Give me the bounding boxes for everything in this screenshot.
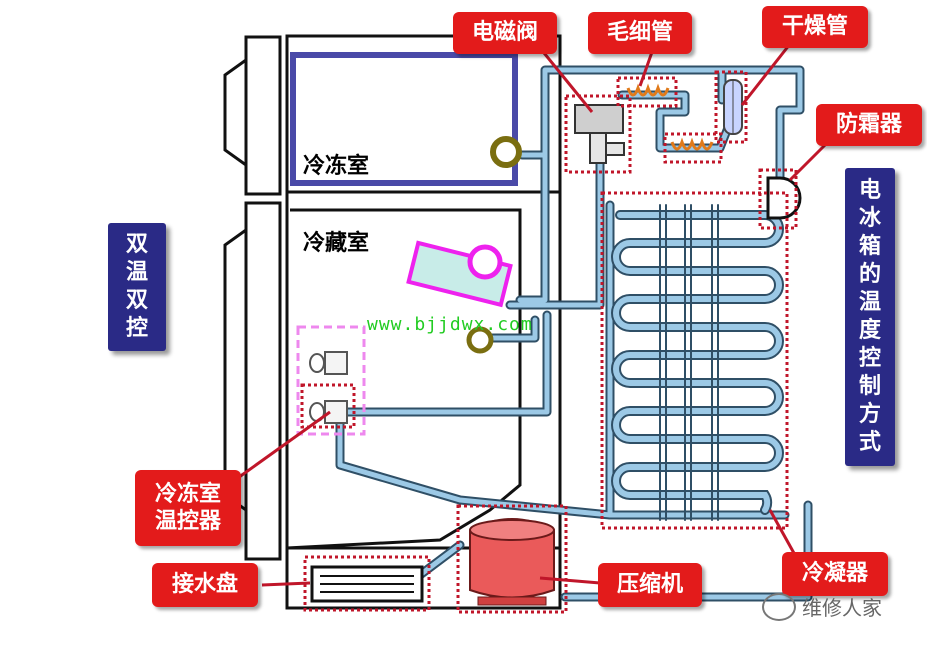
- solenoid-valve: [574, 104, 625, 164]
- callout-freezer-thermostat-text: 冷冻室温控器: [154, 481, 221, 535]
- callout-anti-frost: 防霜器: [816, 104, 922, 146]
- left-title-char: 温: [125, 260, 148, 285]
- watermark-text: 维修人家: [802, 596, 882, 620]
- left-title-char: 双: [125, 288, 148, 313]
- right-title-box: 电 冰 箱 的 温 度 控 制 方 式: [845, 168, 895, 466]
- left-title-char: 控: [125, 316, 148, 341]
- compressor: [469, 518, 555, 606]
- freezer-sensor: [490, 136, 522, 168]
- callout-capillary: 毛细管: [588, 12, 692, 54]
- callout-freezer-thermostat: 冷冻室温控器: [135, 470, 241, 546]
- right-title-char: 的: [858, 262, 881, 287]
- callout-compressor: 压缩机: [598, 563, 702, 607]
- fridge-thermostat: [406, 240, 513, 308]
- dryer: [723, 79, 743, 135]
- right-title-char: 方: [858, 402, 881, 427]
- fridge-label: 冷藏室: [303, 231, 370, 256]
- right-title-char: 度: [858, 318, 881, 343]
- anti-frost: [766, 176, 802, 220]
- right-title-char: 式: [858, 430, 881, 455]
- condenser-coil: [611, 204, 784, 521]
- left-title-char: 双: [125, 232, 148, 257]
- wechat-icon: [762, 592, 796, 621]
- right-title-char: 温: [858, 290, 881, 315]
- callout-solenoid-valve: 电磁阀: [453, 12, 557, 54]
- pipe-network: [335, 65, 813, 602]
- right-title-char: 控: [858, 346, 881, 371]
- right-title-char: 制: [858, 374, 881, 399]
- fridge-doors: [223, 35, 282, 561]
- watermark: 维修人家: [762, 592, 882, 621]
- capillary-coils: [626, 83, 714, 151]
- callout-dryer: 干燥管: [762, 6, 868, 48]
- right-title-char: 电: [858, 178, 881, 203]
- highlight-boxes: [300, 70, 798, 614]
- freezer-label: 冷冻室: [303, 154, 370, 179]
- right-title-char: 冰: [858, 206, 881, 231]
- right-title-char: 箱: [858, 234, 881, 259]
- website-text: www.bjjdwx.com: [367, 314, 533, 335]
- callout-drip-tray: 接水盘: [152, 563, 258, 607]
- fridge-sensor: [466, 326, 494, 354]
- drip-tray: [310, 565, 424, 603]
- callout-condenser: 冷凝器: [782, 552, 888, 596]
- callout-lines: [234, 43, 832, 587]
- left-title-box: 双 温 双 控: [108, 223, 166, 351]
- thermostat-units: [296, 325, 366, 436]
